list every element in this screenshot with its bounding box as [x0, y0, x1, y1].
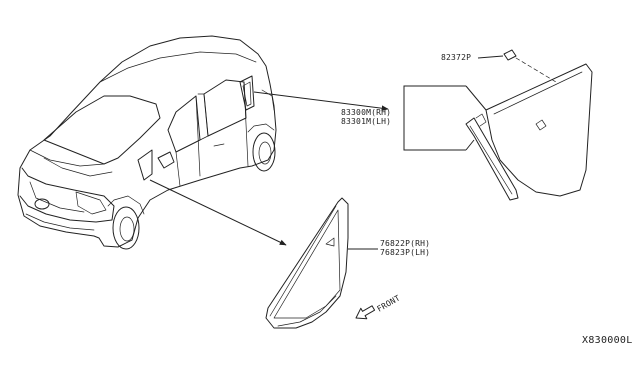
front-arrow-label: FRONT: [376, 293, 402, 313]
leader-arrow-rear-glass: [253, 91, 389, 111]
rear-glass-bracket: [403, 85, 466, 151]
clip-icon: [503, 49, 517, 61]
rear-glass-rh-part-number: 83300M(RH): [341, 108, 391, 117]
vehicle-illustration: [17, 35, 277, 250]
leader-arrow-front-glass: [149, 179, 287, 246]
front-direction-arrow: [355, 305, 376, 320]
diagram-code: X830000L: [582, 335, 633, 346]
rear-glass-lh-part-number: 83301M(LH): [341, 117, 391, 126]
rear-quarter-glass-part: [465, 49, 593, 201]
front-glass-rh-part-number: 76822P(RH): [380, 239, 430, 248]
front-glass-lh-part-number: 76823P(LH): [380, 248, 430, 257]
clip-part-number: 82372P: [441, 53, 471, 62]
front-quarter-glass-part: [265, 197, 349, 329]
